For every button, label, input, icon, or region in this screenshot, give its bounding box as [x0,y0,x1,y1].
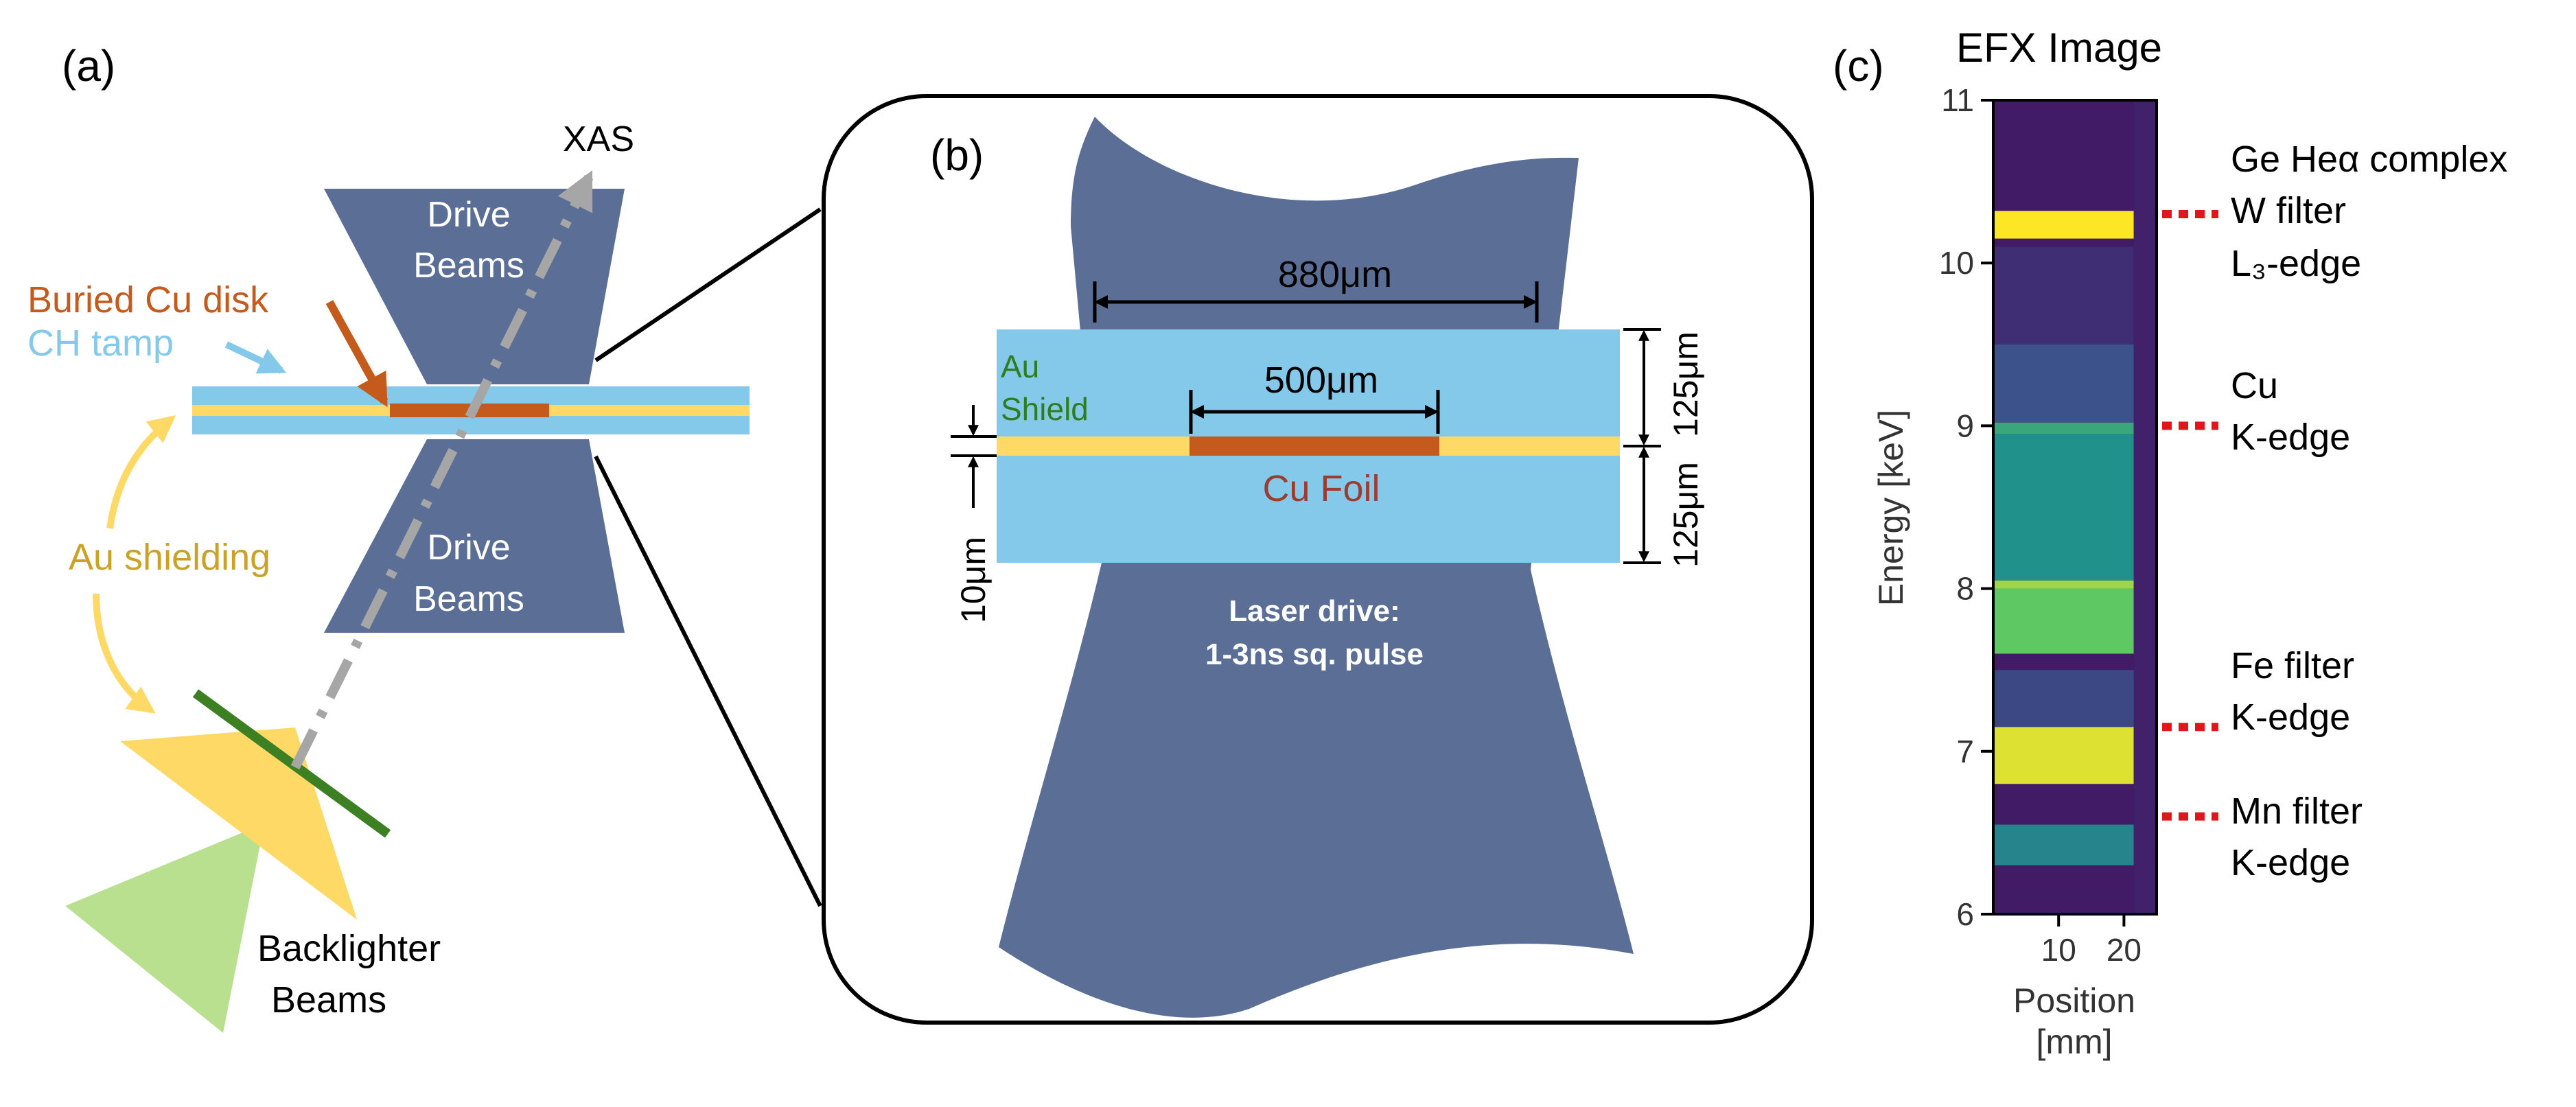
heatmap-band-6 [1993,422,2134,434]
heatmap-band-3 [1993,588,2134,654]
efx-axes-frame [1992,99,2158,916]
heatmap-band-5 [1993,434,2134,581]
y-tick-label: 8 [1956,571,1974,607]
ch-tamp-lower [997,456,1620,563]
dim-125-top-text: 125μm [1667,331,1705,437]
efx-title: EFX Image [1956,25,2162,71]
edge-annotation-text: W filter [2231,190,2346,231]
cu-foil-strip [1190,436,1439,456]
dim-10-text: 10μm [954,537,993,623]
laser-drive-label-2: 1-3ns sq. pulse [1205,638,1424,671]
panel-c-label: (c) [1833,41,1884,91]
heatmap-band-7 [1993,344,2134,423]
backlighter-beam-green [65,824,264,1033]
panel-a-label: (a) [62,41,115,91]
au-shielding-arrow-down [93,593,156,714]
edge-annotation-text: Mn filter [2231,791,2363,832]
y-tick-label: 7 [1956,734,1974,769]
efx-y-axis: 6 7 8 9 10 11 [1939,82,1993,932]
efx-y-axis-label: Energy [keV] [1872,410,1910,606]
edge-annotation-text: Cu [2231,365,2278,406]
edge-annotation-text: Ge Heα complex [2231,139,2507,180]
ch-tamp-label: CH tamp [27,323,174,364]
dim-500-text: 500μm [1264,360,1378,401]
panel-c: (c) EFX Image 6 7 8 9 10 11 10 20 Energy [keV]… [1833,25,2507,1061]
drive-beams-bottom-label-2: Beams [413,579,524,619]
heatmap-band-2 [1993,670,2134,727]
efx-x-axis-label-2: [mm] [2036,1023,2112,1061]
heatmap-band-9 [1993,211,2134,239]
y-tick-label: 11 [1941,82,1974,118]
x-tick-label: 10 [2041,932,2076,968]
edge-annotation-text: K-edge [2231,417,2350,458]
xas-label: XAS [563,119,634,159]
au-shielding-arrow-up [106,415,176,529]
dim-125-bottom-text: 125μm [1667,462,1705,568]
y-tick-label: 10 [1939,245,1974,281]
ch-tamp-arrow [224,341,287,374]
edge-annotation-text: K-edge [2231,697,2350,738]
drive-beam-top [324,189,625,384]
x-tick-label: 20 [2107,932,2142,968]
buried-cu-arrow [325,300,388,408]
drive-beam-bottom [324,439,625,633]
cu-foil-label: Cu Foil [1262,468,1380,509]
efx-heatmap [1993,100,2157,914]
backlighter-label-1: Backlighter [257,928,441,969]
heatmap-band-8 [1993,246,2134,345]
zoom-line-top [594,207,822,362]
au-shield-label-2: Shield [1001,391,1089,427]
heatmap-band-1 [1993,727,2134,784]
y-tick-label: 6 [1956,896,1974,932]
laser-drive-label-1: Laser drive: [1229,594,1400,628]
xas-beam-path [290,170,594,770]
edge-annotation-text: L₃-edge [2231,243,2361,284]
panel-b: (b) 880μm 500μm Au Shield Cu Foil 10μm [822,94,1814,1025]
panel-a: (a) Drive Beams Drive Beams Buried Cu di… [27,41,822,1033]
panel-b-label: (b) [930,130,984,180]
edge-annotation-text: Fe filter [2231,645,2354,686]
edge-annotation-text: K-edge [2231,842,2350,883]
backlighter-beam-yellow [120,727,357,920]
y-tick-label: 9 [1956,408,1974,443]
backlighter-label-2: Beams [271,979,386,1021]
au-shield-label-1: Au [1001,349,1039,384]
heatmap-band-4 [1993,580,2134,589]
zoom-line-bottom [594,455,822,907]
buried-cu-label: Buried Cu disk [27,279,269,321]
heatmap-edge-strip [2133,100,2157,914]
zoom-frame [822,94,1814,1025]
au-shielding-label: Au shielding [69,537,270,578]
ch-tamp-upper [997,329,1620,436]
dim-880-text: 880μm [1278,254,1392,295]
drive-beams-bottom-label-1: Drive [427,528,510,568]
drive-beams-top-label-2: Beams [413,246,524,286]
heatmap-band-0 [1993,824,2134,865]
efx-x-axis-label-1: Position [2013,981,2135,1020]
efx-x-axis: 10 20 [2041,914,2142,968]
drive-beams-top-label-1: Drive [427,195,510,235]
